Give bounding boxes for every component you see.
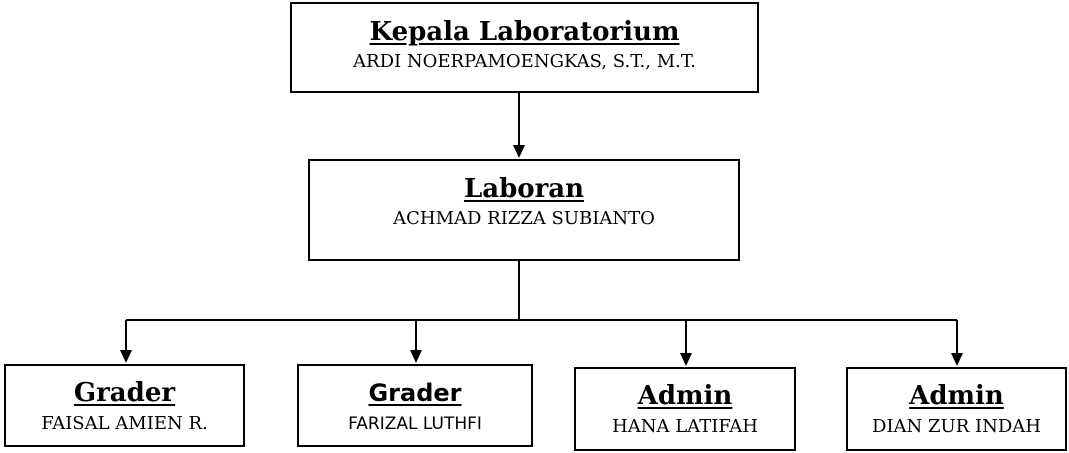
arrowhead-grader-1 <box>120 350 132 363</box>
admin-box-1: Admin HANA LATIFAH <box>574 367 796 451</box>
staff-person-name: FARIZAL LUTHFI <box>348 414 482 434</box>
head-role-title: Kepala Laboratorium <box>369 17 680 47</box>
head-of-lab-box: Kepala Laboratorium ARDI NOERPAMOENGKAS,… <box>290 2 759 93</box>
staff-role-title: Admin <box>637 381 733 411</box>
arrowhead-head-to-laboran <box>513 145 525 158</box>
grader-box-1: Grader FAISAL AMIEN R. <box>4 364 245 447</box>
staff-role-title: Admin <box>909 381 1004 411</box>
head-person-name: ARDI NOERPAMOENGKAS, S.T., M.T. <box>353 51 696 72</box>
arrowhead-grader-2 <box>410 350 422 363</box>
staff-person-name: HANA LATIFAH <box>612 416 758 437</box>
laboran-person-name: ACHMAD RIZZA SUBIANTO <box>393 208 655 229</box>
staff-role-title: Grader <box>73 378 176 408</box>
staff-person-name: DIAN ZUR INDAH <box>872 416 1041 437</box>
laboran-box: Laboran ACHMAD RIZZA SUBIANTO <box>308 159 740 261</box>
staff-person-name: FAISAL AMIEN R. <box>41 413 208 434</box>
arrowhead-admin-1 <box>680 353 692 366</box>
grader-box-2: Grader FARIZAL LUTHFI <box>297 364 533 447</box>
arrowhead-admin-2 <box>951 353 963 366</box>
admin-box-2: Admin DIAN ZUR INDAH <box>846 367 1067 451</box>
laboran-role-title: Laboran <box>463 174 585 204</box>
staff-role-title: Grader <box>368 379 462 407</box>
